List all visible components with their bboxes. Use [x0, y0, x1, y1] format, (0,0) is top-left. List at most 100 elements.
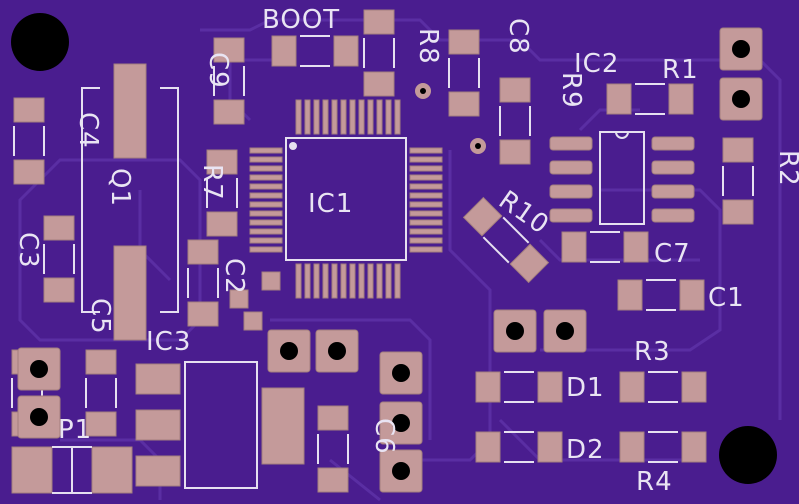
passive-part	[317, 405, 349, 493]
label-c4: C4	[73, 112, 103, 149]
passive-part	[271, 35, 359, 67]
ic1-pin	[249, 183, 283, 190]
ic1-pin	[249, 165, 283, 172]
ic1-pin	[249, 228, 283, 235]
label-r3: R3	[634, 337, 671, 367]
ic1-pin	[322, 263, 329, 299]
through-hole-pad	[493, 309, 537, 353]
ic1-pin	[409, 201, 443, 208]
through-hole-pad	[379, 351, 423, 395]
r10-component	[462, 196, 550, 284]
ic1-pin	[295, 99, 302, 135]
ic1-pin	[394, 99, 401, 135]
through-hole-pad	[17, 347, 61, 391]
passive-part	[617, 279, 705, 311]
ic1-pin	[409, 147, 443, 154]
label-d1: D1	[566, 373, 605, 403]
through-hole-pad	[267, 329, 311, 373]
q1-component	[81, 63, 179, 341]
label-r8: R8	[413, 28, 443, 65]
passive-part	[363, 9, 395, 97]
through-hole-pad	[543, 309, 587, 353]
label-c8: C8	[503, 18, 533, 55]
label-ic2: IC2	[574, 49, 619, 79]
ic1-pin	[358, 99, 365, 135]
ic1-pin	[249, 147, 283, 154]
label-r1: R1	[662, 55, 699, 85]
label-r7: R7	[197, 164, 227, 201]
ic1-pin	[409, 237, 443, 244]
passive-part	[213, 37, 245, 125]
ic1-pin	[331, 263, 338, 299]
through-hole-pad	[17, 395, 61, 439]
ic1-pin	[313, 99, 320, 135]
ic1-pin	[249, 219, 283, 226]
passive-part	[13, 97, 45, 185]
label-c3: C3	[13, 232, 43, 269]
passive-part	[85, 349, 117, 437]
ic1-pin	[409, 210, 443, 217]
ic2-component	[549, 131, 695, 225]
label-c6: C6	[369, 418, 399, 455]
label-q1: Q1	[105, 168, 135, 207]
c2-pads	[229, 271, 281, 331]
ic1-pin	[409, 174, 443, 181]
ic1-pin	[349, 99, 356, 135]
ic1-pin	[409, 156, 443, 163]
passive-part	[206, 149, 238, 237]
ic1-pin	[313, 263, 320, 299]
p1-component	[11, 446, 133, 494]
passive-part	[561, 231, 649, 263]
label-ic3: IC3	[146, 327, 191, 357]
label-r4: R4	[636, 467, 673, 497]
ic3-component	[135, 361, 305, 489]
ic1-pin	[322, 99, 329, 135]
ic1-pin	[409, 192, 443, 199]
ic1-pin	[367, 263, 374, 299]
ic1-pin	[249, 246, 283, 253]
passive-part	[187, 239, 219, 327]
passive-part	[606, 83, 694, 115]
through-hole-pad	[315, 329, 359, 373]
label-c2: C2	[219, 258, 249, 295]
ic1-package	[249, 99, 443, 299]
passive-part	[722, 137, 754, 225]
ic1-pin	[249, 201, 283, 208]
label-boot: BOOT	[262, 5, 340, 35]
through-hole-pads	[17, 27, 763, 493]
passive-part	[619, 431, 707, 463]
ic1-pin	[409, 219, 443, 226]
label-p1: P1	[58, 415, 92, 445]
passive-part	[448, 29, 480, 117]
ic1-pin	[295, 263, 302, 299]
label-r2: R2	[773, 150, 799, 187]
ic1-pin	[340, 99, 347, 135]
passive-part	[475, 371, 563, 403]
ic1-pin	[376, 263, 383, 299]
label-c1: C1	[708, 283, 745, 313]
passive-part	[475, 431, 563, 463]
label-c9: C9	[203, 52, 233, 89]
ic1-pin	[249, 237, 283, 244]
ic1-pin	[409, 228, 443, 235]
passive-part	[619, 371, 707, 403]
ic1-pin	[331, 99, 338, 135]
ic1-pin	[409, 246, 443, 253]
ic1-pin	[367, 99, 374, 135]
through-hole-pad	[379, 449, 423, 493]
mounting-hole	[719, 426, 777, 484]
ic1-pin	[304, 99, 311, 135]
ic1-pin	[385, 263, 392, 299]
label-c5: C5	[85, 298, 115, 335]
passive-part	[499, 77, 531, 165]
passive-components	[11, 9, 754, 493]
ic1-pin	[249, 192, 283, 199]
through-hole-pad	[379, 401, 423, 445]
ic1-pin	[358, 263, 365, 299]
ic1-pin	[340, 263, 347, 299]
mounting-hole	[11, 13, 69, 71]
passive-part	[43, 215, 75, 303]
ic1-pin	[249, 156, 283, 163]
